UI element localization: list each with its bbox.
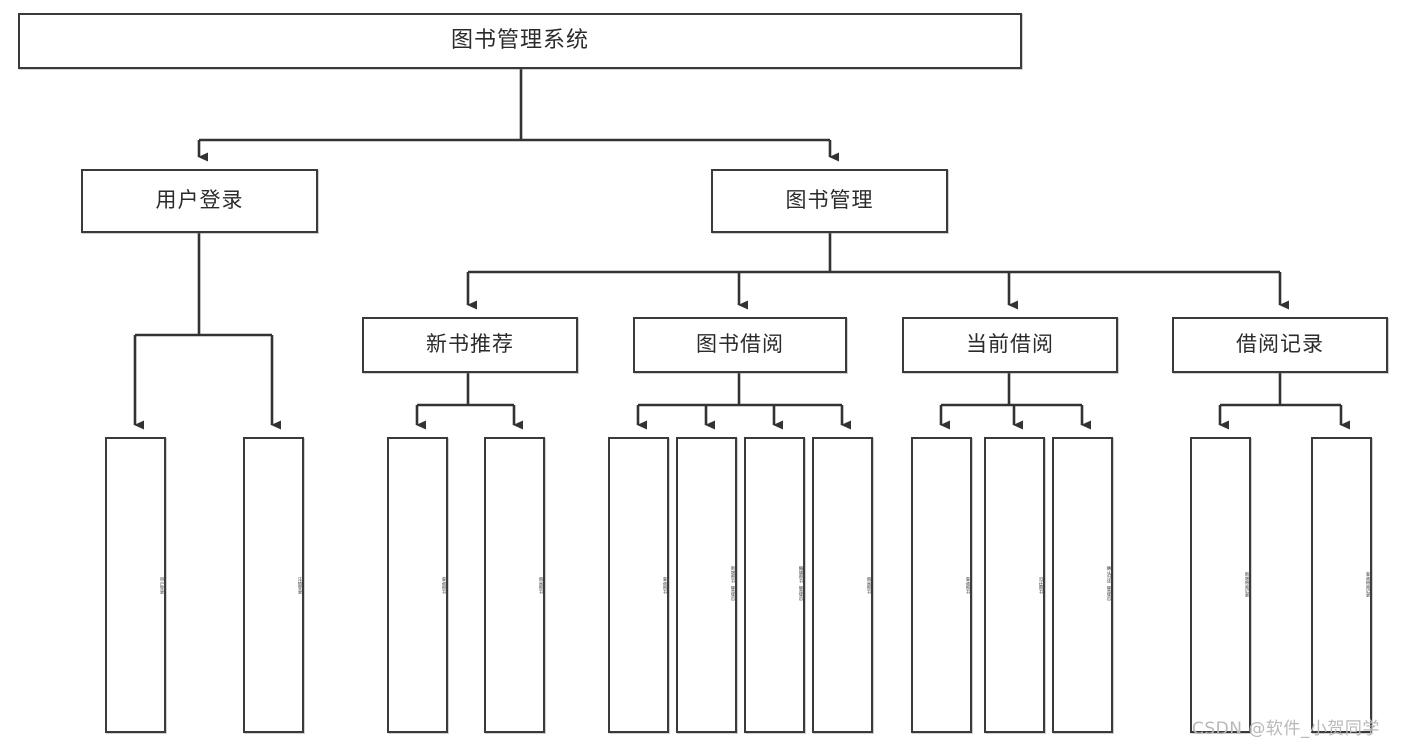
node-user-login[interactable]: 用户登录 [81,169,318,233]
node-current-borrow[interactable]: 当前借阅 [902,317,1118,373]
node-new-book-recommend[interactable]: 新书推荐 [362,317,578,373]
leaf-add-book-admin[interactable]: 新增图书（管理员） [676,437,737,733]
leaf-query-borrow-record[interactable]: 查询借阅记录 [1311,437,1372,733]
leaf-query-book-newbook[interactable]: 查询图书 [387,437,448,733]
leaf-borrow-book[interactable]: 借阅图书 [812,437,873,733]
leaf-confirm-return-admin[interactable]: 确认归还（管理员） [1052,437,1113,733]
node-root[interactable]: 图书管理系统 [18,13,1022,69]
node-borrow-record[interactable]: 借阅记录 [1172,317,1388,373]
leaf-add-borrow-record[interactable]: 新增借阅记录 [1190,437,1251,733]
node-book-management[interactable]: 图书管理 [711,169,948,233]
leaf-borrow-book-newbook[interactable]: 借阅图书 [484,437,545,733]
leaf-query-book-current[interactable]: 查询图书 [911,437,972,733]
node-book-borrow[interactable]: 图书借阅 [633,317,847,373]
leaf-return-book[interactable]: 归还图书 [984,437,1045,733]
leaf-query-book-borrow[interactable]: 查询图书 [608,437,669,733]
leaf-user-login[interactable]: 用户登录 [105,437,166,733]
leaf-edit-book-admin[interactable]: 编辑图书（管理员） [744,437,805,733]
leaf-logout[interactable]: 注销登录 [243,437,304,733]
